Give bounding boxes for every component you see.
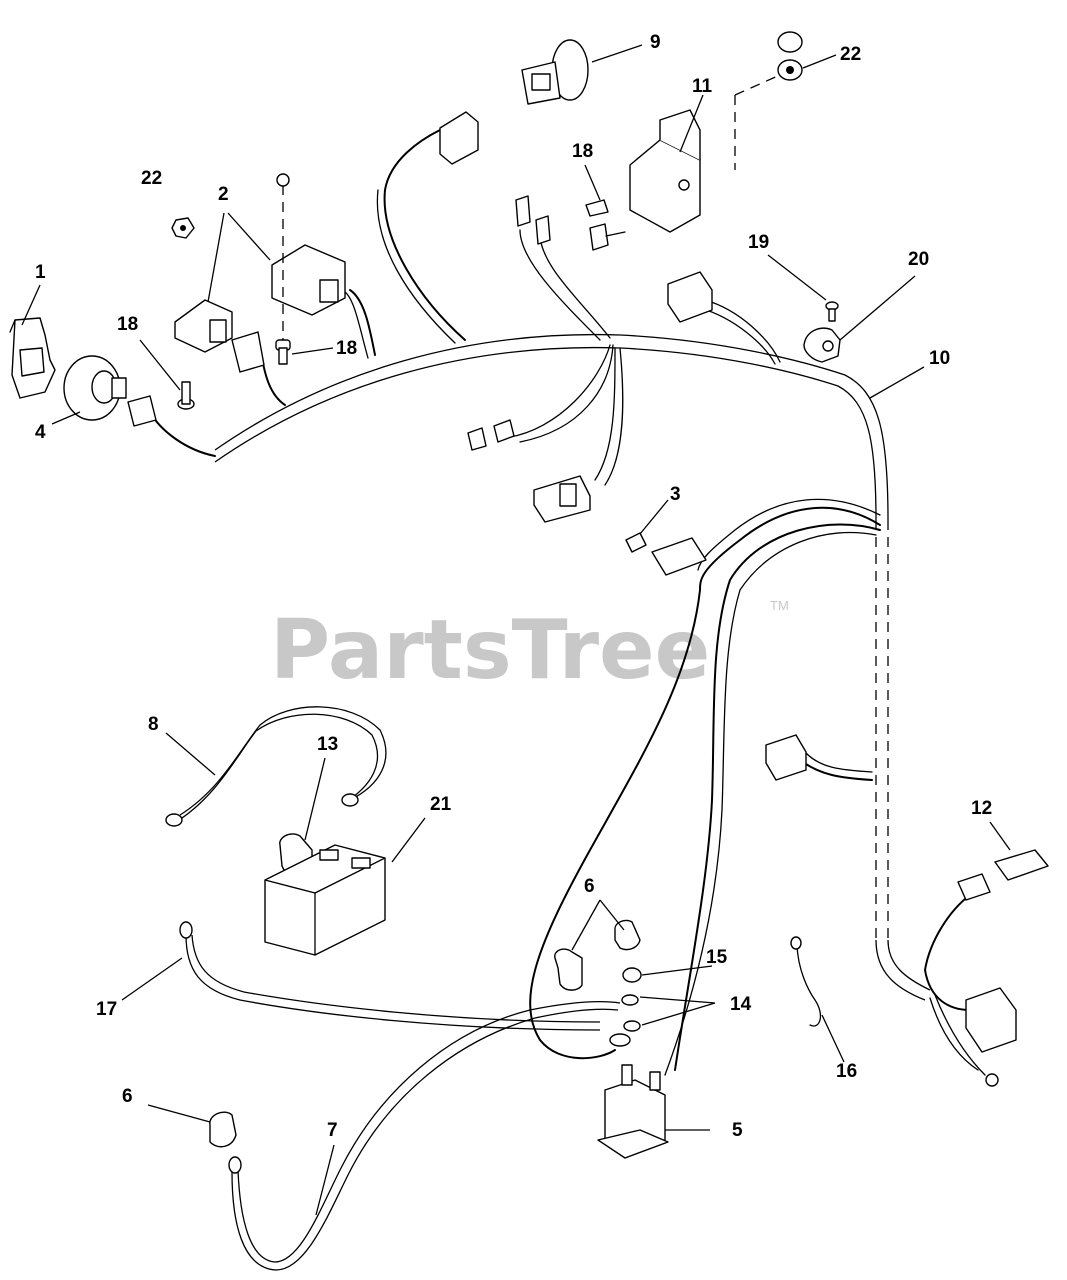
callout-16: 16 [836, 1061, 857, 1082]
part-12-connector[interactable] [994, 849, 1049, 881]
callout-8: 8 [148, 714, 159, 735]
callout-labels: 1 2 3 4 5 6 6 7 8 9 10 11 12 13 14 15 16… [35, 32, 992, 1141]
callout-14: 14 [730, 994, 752, 1015]
part-3-fuse-holder[interactable] [651, 537, 707, 576]
part-1-switch[interactable] [9, 317, 56, 399]
callout-11: 11 [692, 76, 713, 97]
part-19-screw[interactable] [825, 301, 839, 322]
callout-22-right: 22 [840, 44, 861, 65]
part-11-module[interactable] [629, 109, 701, 233]
callout-19: 19 [748, 232, 769, 253]
parts-tree-watermark: PartsTree TM [270, 598, 789, 698]
part-18-screw-left[interactable] [177, 381, 195, 410]
cable-terminal-ends[interactable] [165, 793, 359, 1174]
callout-15: 15 [706, 947, 728, 968]
harness-connector-center[interactable] [533, 475, 591, 523]
callout-9: 9 [650, 32, 661, 53]
connector-near-part-4[interactable] [127, 395, 157, 427]
callout-5: 5 [732, 1120, 743, 1141]
part-9-pto-switch[interactable] [521, 39, 589, 105]
callout-7: 7 [327, 1120, 338, 1141]
callout-6-lower: 6 [122, 1086, 133, 1107]
callout-6-upper: 6 [584, 876, 595, 897]
callout-18-center: 18 [336, 338, 357, 359]
connector-near-relay[interactable] [231, 331, 265, 373]
connector-upper-right[interactable] [667, 271, 713, 323]
part-6-boot-lower[interactable] [209, 1111, 237, 1148]
watermark-text: PartsTree [270, 603, 710, 698]
part-21-battery[interactable] [264, 844, 386, 956]
part-22-nut-left[interactable] [171, 217, 195, 239]
part-20-clip[interactable] [803, 327, 841, 363]
battery-cables [175, 706, 621, 1271]
main-harness [214, 333, 931, 1001]
callout-10: 10 [929, 348, 950, 369]
harness-branches [149, 129, 873, 781]
part-2-relay-upper[interactable] [271, 244, 346, 316]
part-6-boot-left[interactable] [554, 948, 583, 991]
part-14-washers[interactable] [609, 994, 641, 1047]
spade-terminals-center[interactable] [515, 195, 551, 245]
callout-4: 4 [35, 422, 46, 443]
part-6-boot-right[interactable] [614, 919, 641, 951]
callout-22-left: 22 [141, 168, 162, 189]
callout-1: 1 [35, 262, 46, 283]
harness-to-connector-12 [923, 894, 986, 1076]
callout-18-left: 18 [117, 314, 138, 335]
dashed-line-11b [734, 74, 781, 96]
part-18-screw-center[interactable] [275, 173, 291, 365]
callout-2: 2 [218, 184, 229, 205]
leader-lines [21, 44, 1011, 1216]
callout-17: 17 [96, 999, 117, 1020]
callout-13: 13 [317, 734, 338, 755]
spade-terminals-left[interactable] [467, 419, 515, 451]
part-12-mating-plug[interactable] [957, 873, 991, 901]
part-2-relay-lower[interactable] [174, 299, 233, 353]
part-18-clip[interactable] [585, 199, 609, 217]
part-4-ignition-switch[interactable] [63, 355, 127, 421]
callout-21: 21 [430, 794, 452, 815]
part-3-fuse[interactable] [625, 532, 647, 553]
callout-12: 12 [971, 798, 992, 819]
harness-end-connector[interactable] [965, 987, 1017, 1087]
part-22-nuts-right[interactable] [777, 31, 803, 81]
callout-18-upper: 18 [572, 141, 593, 162]
harness-plug-top[interactable] [439, 111, 479, 165]
solenoid-wires [529, 498, 881, 1076]
watermark-trademark: TM [770, 598, 789, 613]
harness-connector-lower-right[interactable] [765, 734, 807, 781]
part-5-starter-solenoid[interactable] [597, 1064, 669, 1159]
callout-20: 20 [908, 249, 929, 270]
part-15-nut[interactable] [622, 967, 642, 983]
part-18-screw-upper[interactable] [589, 223, 626, 251]
part-16-ground-wire[interactable] [790, 936, 822, 1027]
callout-3: 3 [670, 484, 681, 505]
